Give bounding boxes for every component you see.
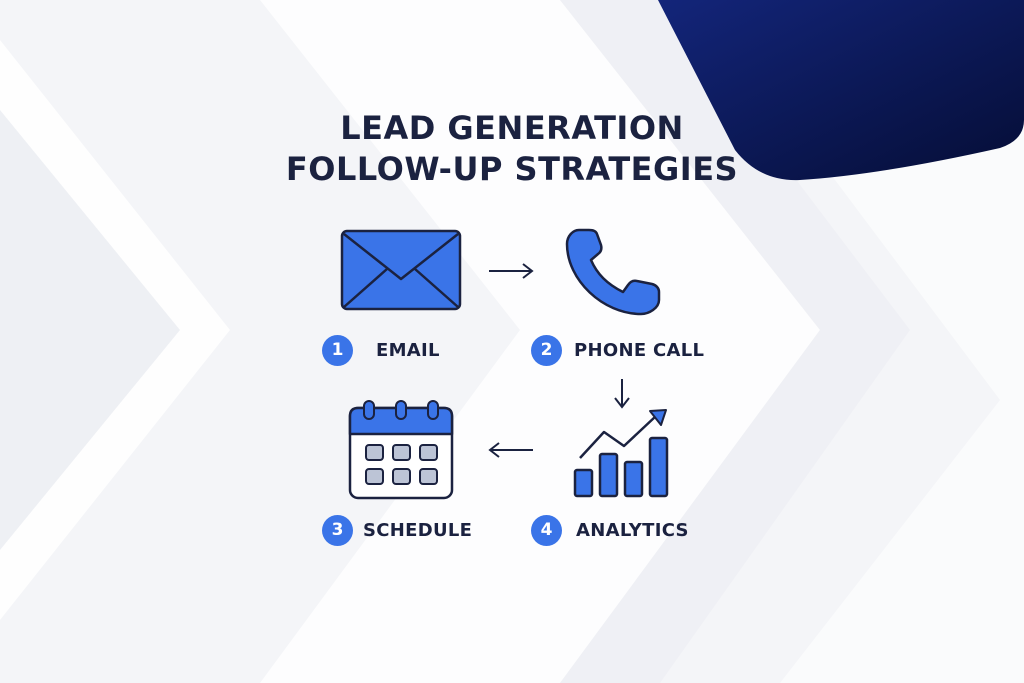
title-line-1: LEAD GENERATION — [340, 109, 684, 147]
navy-corner-shape — [658, 0, 1024, 181]
step-phone-call: 2 PHONE CALL — [531, 334, 704, 366]
step-analytics: 4 ANALYTICS — [531, 514, 689, 546]
step-label: ANALYTICS — [576, 519, 689, 541]
step-number-badge: 2 — [531, 334, 562, 366]
calendar-icon — [348, 400, 454, 500]
title-line-2: FOLLOW-UP STRATEGIES — [285, 150, 739, 188]
step-label: SCHEDULE — [363, 519, 473, 541]
arrow-down-icon — [614, 379, 630, 409]
arrow-right-icon — [489, 263, 534, 279]
step-number-badge: 3 — [322, 514, 353, 546]
phone-icon — [565, 228, 661, 316]
arrow-left-icon — [488, 442, 533, 458]
step-label: EMAIL — [376, 339, 440, 361]
page-title: LEAD GENERATION FOLLOW-UP STRATEGIES — [262, 108, 762, 190]
step-email: 1 EMAIL — [322, 334, 440, 366]
step-label: PHONE CALL — [574, 339, 705, 361]
bar-chart-icon — [573, 409, 669, 498]
envelope-icon — [340, 229, 462, 311]
step-number-badge: 1 — [322, 334, 353, 366]
step-schedule: 3 SCHEDULE — [322, 514, 472, 546]
step-number-badge: 4 — [531, 514, 562, 546]
